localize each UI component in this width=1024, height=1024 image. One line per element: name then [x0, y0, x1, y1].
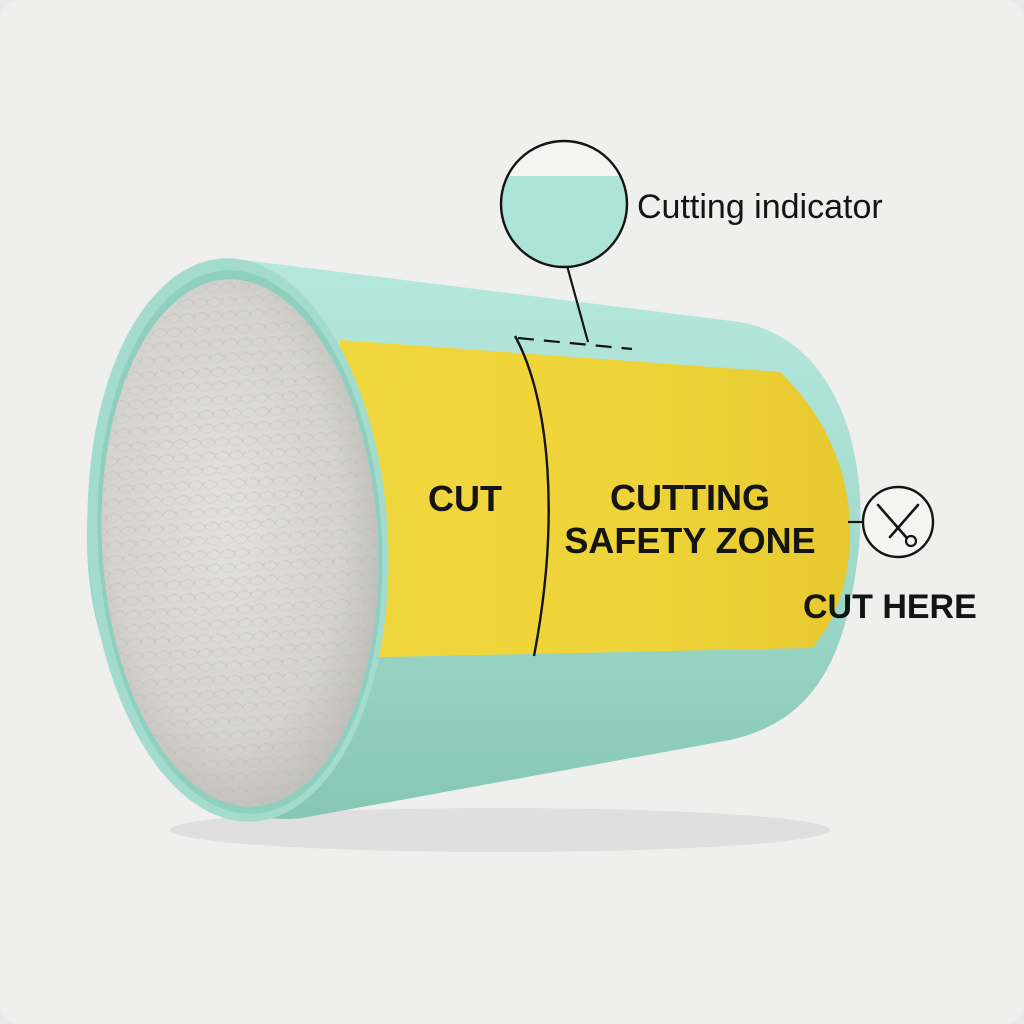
cut-line	[513, 335, 550, 657]
scissors-icon	[861, 485, 935, 559]
cut-label: CUT	[428, 478, 502, 519]
cutting-indicator-label: Cutting indicator	[637, 188, 883, 226]
indicator-leader-line	[564, 261, 590, 343]
cut-here-label: CUT HERE	[803, 588, 977, 626]
cutting-indicator-dashes	[517, 336, 633, 351]
fiber-texture	[101, 279, 379, 807]
roll-shadow	[170, 808, 830, 852]
cutting-safety-zone-label: CUTTING SAFETY ZONE	[564, 477, 816, 561]
safety-zone-band	[340, 340, 851, 658]
